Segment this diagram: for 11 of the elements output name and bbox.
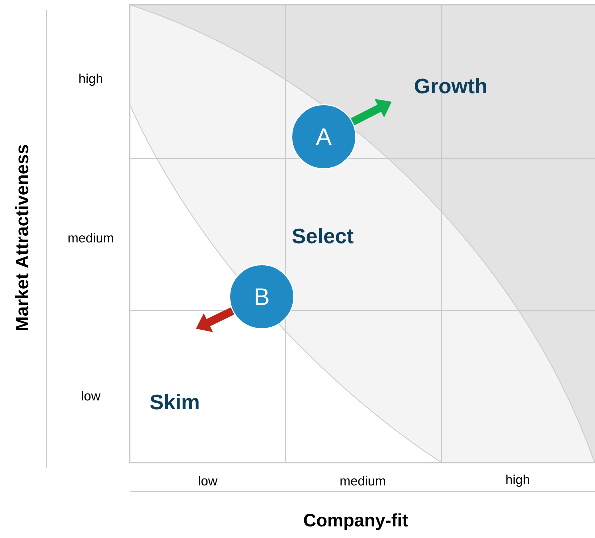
tick-label: low: [82, 391, 101, 401]
tick-label: medium: [68, 233, 114, 243]
region-label: Skim: [150, 394, 199, 410]
axis-title: Market Attractiveness: [15, 145, 29, 330]
region-label: Growth: [415, 78, 486, 94]
tick-label: medium: [340, 476, 386, 486]
tick-label: high: [506, 474, 530, 488]
region-label: Select: [292, 228, 354, 244]
tick-label: high: [80, 74, 102, 86]
axis-title: Company-fit: [304, 514, 408, 530]
tick-label: low: [199, 476, 218, 486]
